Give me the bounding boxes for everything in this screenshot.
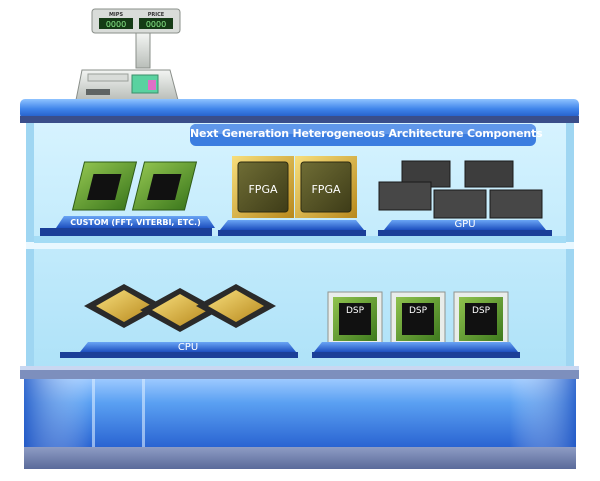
custom-chip-2 — [131, 161, 198, 211]
fpga-shelf-plate — [220, 220, 364, 230]
header-title: Next Generation Heterogeneous Architectu… — [190, 127, 543, 140]
dsp-chip-1 — [327, 291, 383, 347]
dsp-chip-2-label: DSP — [409, 306, 428, 316]
fpga-chip-1 — [232, 156, 294, 218]
scale-left-label: MIPS — [109, 12, 124, 18]
scale-left-readout: 0000 — [106, 20, 126, 29]
counter-bar — [20, 368, 579, 379]
dsp-chip-3 — [453, 291, 509, 347]
case-top-bar — [20, 99, 579, 119]
scale — [75, 8, 181, 101]
dsp-chip-2 — [390, 291, 446, 347]
gpu-label: GPU — [454, 219, 476, 230]
fpga-chip-1-label: FPGA — [248, 183, 277, 196]
gpu-shelf-plate — [384, 220, 546, 230]
fpga-chip-2-label: FPGA — [311, 183, 340, 196]
cpu-label: CPU — [177, 342, 199, 353]
case-foot — [24, 447, 576, 469]
custom-shelf-plate — [56, 216, 215, 228]
gpu-chips — [378, 160, 543, 219]
scale-right-label: PRICE — [148, 12, 165, 18]
custom-chip-1 — [71, 161, 138, 211]
cpu-shelf-plate — [80, 342, 296, 352]
fpga-chip-2 — [295, 156, 357, 218]
scale-right-readout: 0000 — [146, 20, 166, 29]
custom-label: CUSTOM (FFT, VITERBI, ETC.) — [70, 218, 201, 227]
dsp-shelf-plate — [314, 342, 518, 352]
dsp-chip-3-label: DSP — [472, 306, 491, 316]
dsp-chip-1-label: DSP — [346, 306, 365, 316]
cpu-chips — [84, 284, 276, 332]
